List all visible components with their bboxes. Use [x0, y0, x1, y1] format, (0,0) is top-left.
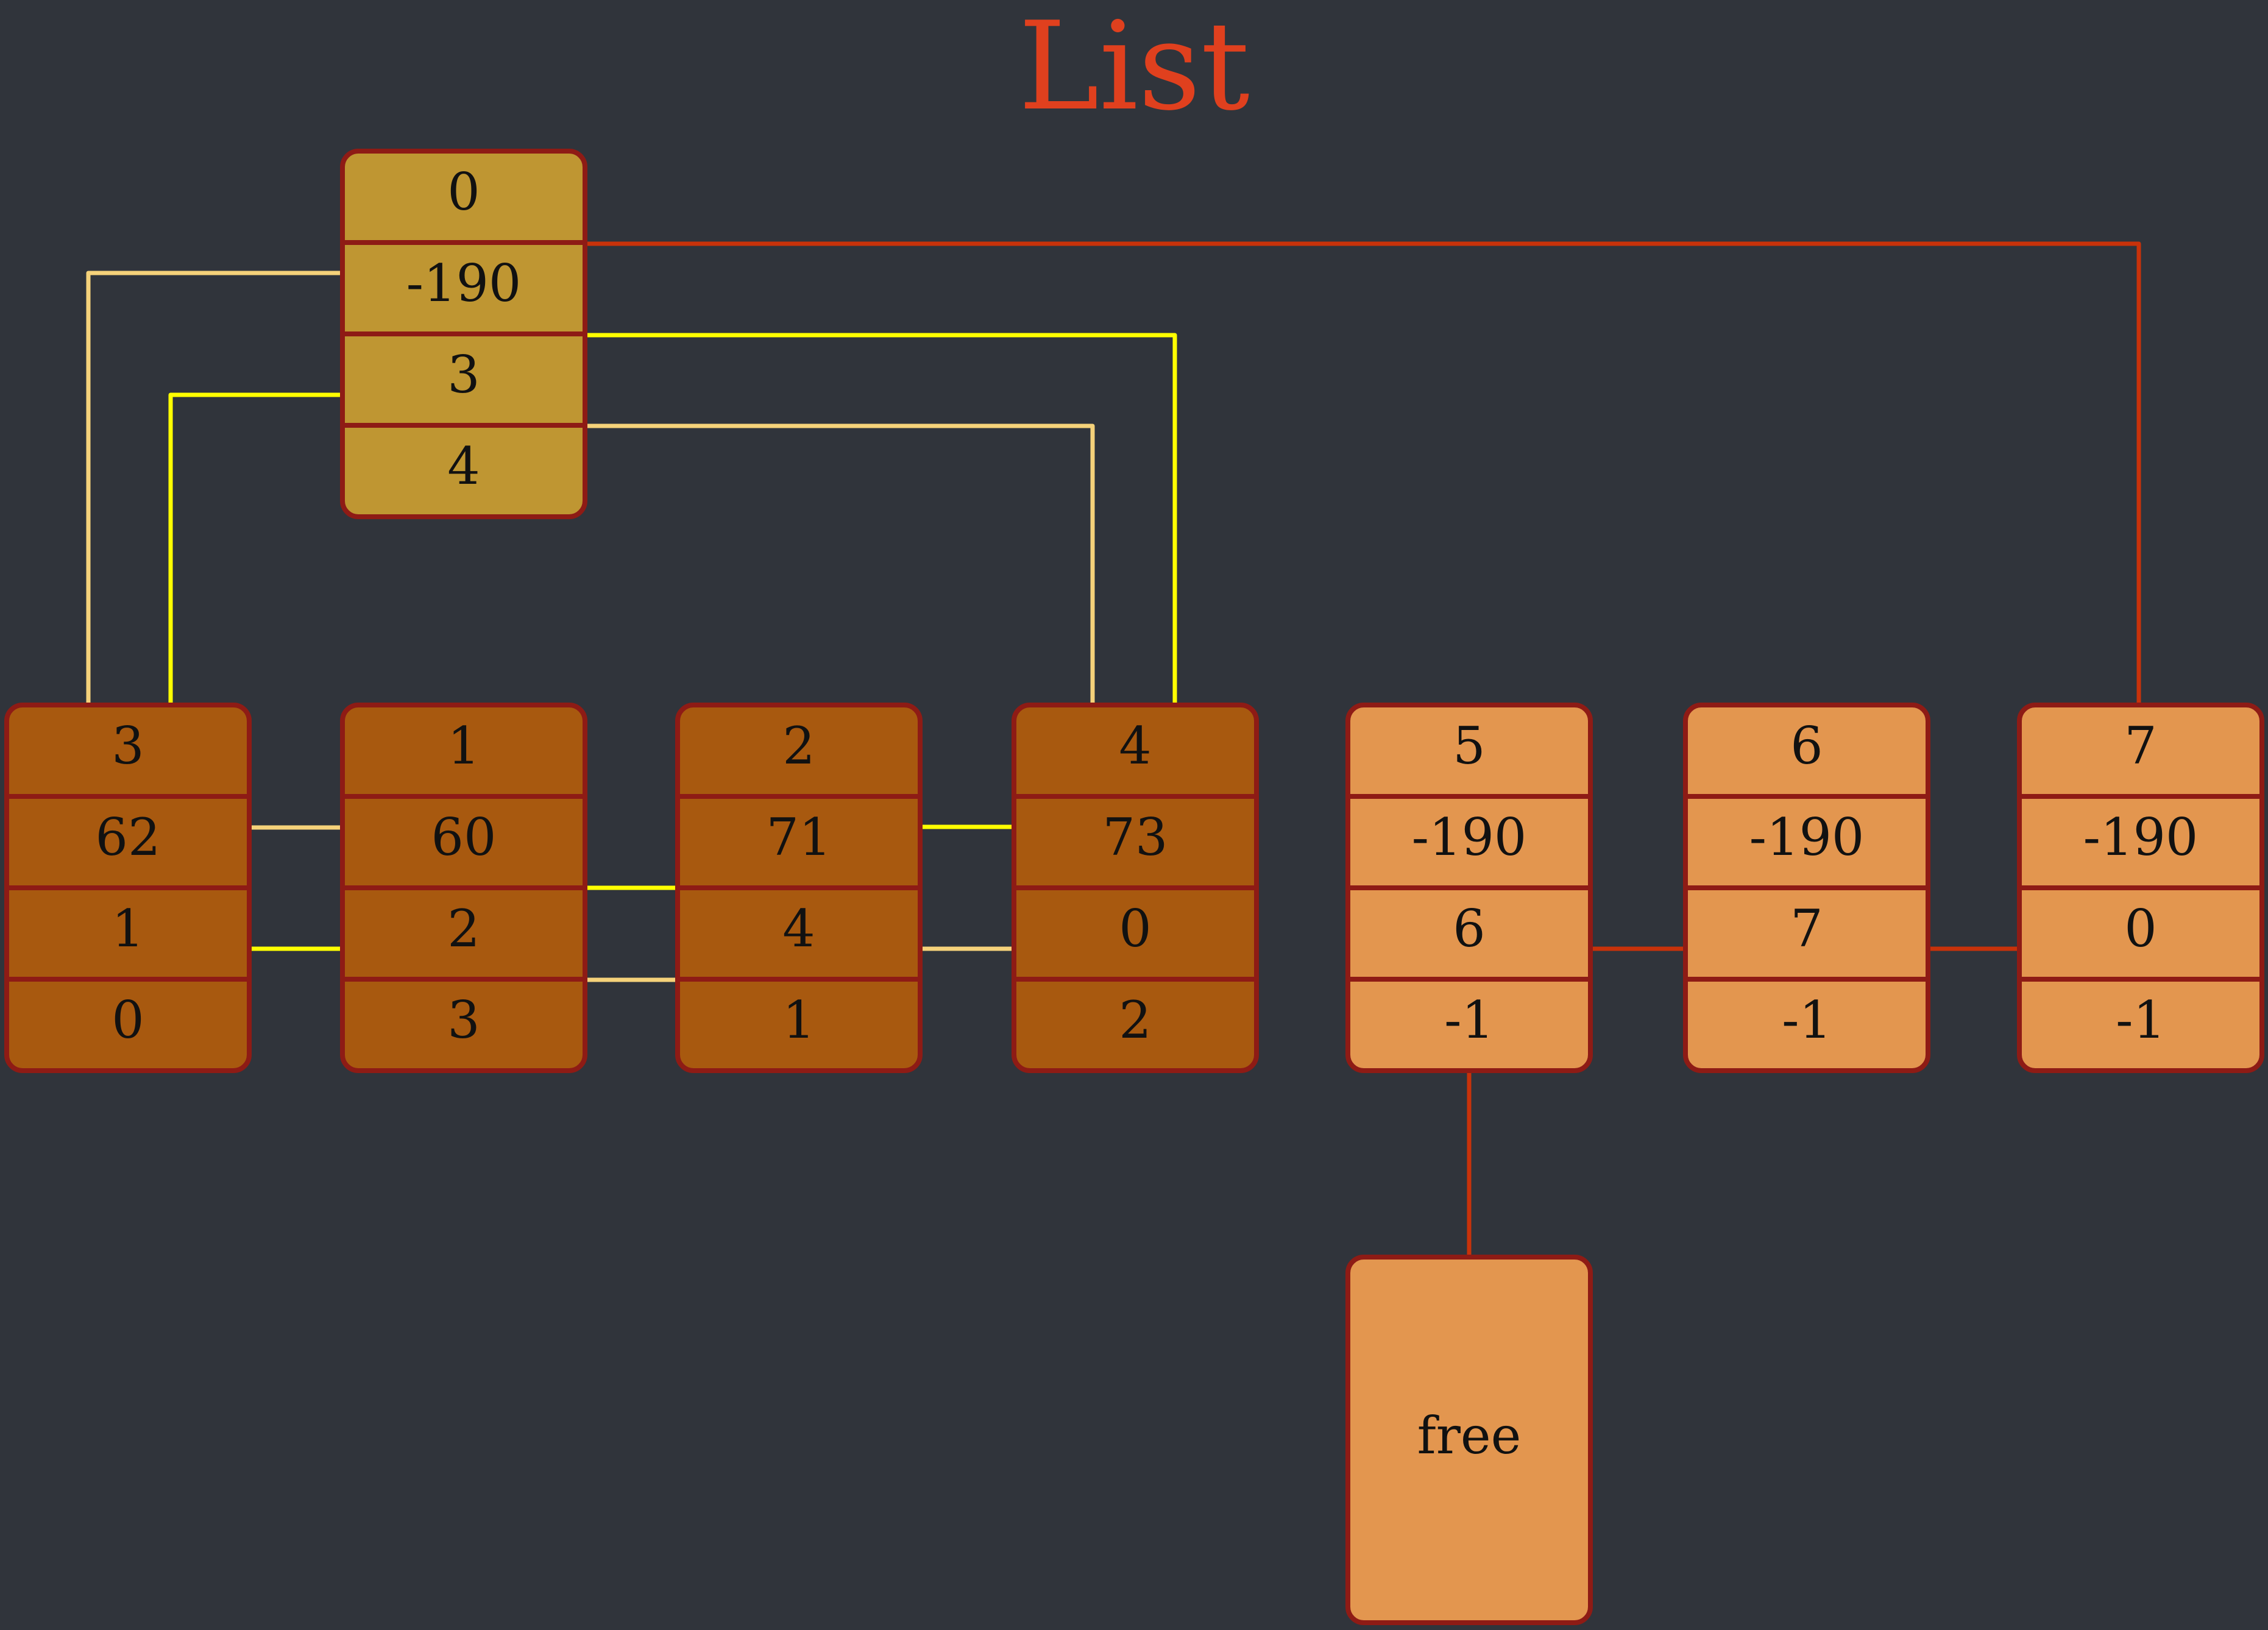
node-cell-next: 0 [2124, 899, 2156, 959]
node-cell-next: 0 [1119, 899, 1151, 959]
node-cell-next: 2 [447, 899, 480, 959]
head-cell-index: 0 [447, 162, 480, 222]
node-cell-index: 5 [1453, 716, 1485, 776]
diagram-title: List [1018, 0, 1250, 138]
used-node-4: 4 73 0 2 [1012, 703, 1259, 1073]
edge-head-to-node3 [168, 392, 342, 706]
node-cell-next: 7 [1790, 899, 1823, 959]
node-cell-value: 60 [431, 807, 497, 867]
edge-head-to-node4 [585, 423, 1095, 706]
node-cell-next: 1 [112, 899, 144, 959]
used-node-2: 2 71 4 1 [675, 703, 923, 1073]
node-cell-prev: -1 [1782, 990, 1832, 1050]
node-cell-prev: -1 [2116, 990, 2166, 1050]
edge-node4-to-head [584, 333, 1177, 705]
edge-node3-to-head [86, 271, 343, 705]
node-cell-index: 4 [1119, 716, 1151, 776]
free-pointer-label: free [1417, 1406, 1522, 1465]
node-cell-index: 2 [782, 716, 815, 776]
node-cell-prev: 0 [112, 990, 144, 1050]
node-cell-prev: -1 [1444, 990, 1494, 1050]
used-node-1: 1 60 2 3 [340, 703, 587, 1073]
node-cell-next: 4 [782, 899, 815, 959]
node-cell-value: -190 [2083, 807, 2199, 867]
node-cell-value: 62 [96, 807, 161, 867]
node-cell-prev: 2 [1119, 990, 1151, 1050]
node-cell-index: 7 [2124, 716, 2156, 776]
node-cell-index: 6 [1790, 716, 1823, 776]
node-cell-prev: 1 [782, 990, 815, 1050]
head-cell-prev: 4 [447, 436, 480, 496]
node-cell-value: 71 [767, 807, 832, 867]
edge-node7-to-head [584, 241, 2141, 705]
free-node-7: 7 -190 0 -1 [2017, 703, 2264, 1073]
node-cell-value: 73 [1103, 807, 1168, 867]
node-cell-index: 3 [112, 716, 144, 776]
free-node-6: 6 -190 7 -1 [1683, 703, 1930, 1073]
node-cell-prev: 3 [447, 990, 480, 1050]
node-cell-value: -190 [1412, 807, 1527, 867]
head-node: 0 -190 3 4 [340, 149, 587, 519]
node-cell-index: 1 [447, 716, 480, 776]
edges [86, 241, 2141, 1257]
free-node-5: 5 -190 6 -1 [1345, 703, 1593, 1073]
head-cell-next: 3 [447, 345, 480, 405]
node-cell-next: 6 [1453, 899, 1485, 959]
free-pointer-node: free [1345, 1255, 1593, 1625]
used-node-3: 3 62 1 0 [4, 703, 252, 1073]
head-cell-value: -190 [406, 253, 522, 313]
node-cell-value: -190 [1749, 807, 1865, 867]
